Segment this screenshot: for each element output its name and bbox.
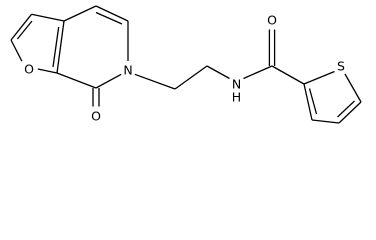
- bond-cco-c2thio: [271, 65, 305, 85]
- bonds: [10, 5, 362, 124]
- bond-nh-cco: [243, 65, 273, 80]
- atom-amide-hydrogen: H: [232, 90, 241, 105]
- bond-c5-c4: [338, 101, 362, 124]
- bond-c3a-c4: [63, 5, 97, 22]
- bond-furan-o-c2: [10, 39, 23, 62]
- atom-ring-nitrogen: N: [123, 63, 132, 78]
- bond-furan-c2-c3-inner: [16, 20, 33, 40]
- bond-c3-c2: [303, 83, 313, 121]
- chemical-structure: O O N N H O S: [10, 5, 362, 124]
- bond-n6-c7: [95, 73, 122, 89]
- bond-c3a-c7a: [56, 20, 65, 74]
- bond-ch2a-ch2b: [174, 65, 208, 90]
- bond-c5-c4-inner: [337, 100, 355, 118]
- atom-thiophene-sulfur: S: [337, 59, 345, 74]
- bond-s-c5: [344, 73, 362, 103]
- atom-labels: O O N N H O S: [24, 13, 345, 124]
- bond-furan-c2-c3: [10, 13, 33, 41]
- bond-c2-s: [303, 70, 335, 85]
- bond-c3a-c7a-inner: [52, 26, 60, 68]
- bond-c4-c5-inner: [95, 11, 123, 25]
- bond-furan-c3-c3a: [31, 13, 65, 22]
- bond-ch2b-nh: [206, 65, 230, 80]
- atom-amide-nitrogen: N: [232, 77, 241, 92]
- bond-furan-c7a-o: [37, 68, 58, 74]
- atom-carbonyl-oxygen-left: O: [91, 109, 101, 124]
- bond-c4-c3: [311, 119, 340, 124]
- bond-c4-c5: [95, 5, 129, 22]
- bond-c7-c7a: [56, 72, 97, 89]
- atom-furan-oxygen: O: [24, 62, 34, 77]
- bond-n6-ch2a: [134, 73, 176, 90]
- bond-c3-c2-inner: [308, 88, 318, 115]
- atom-carbonyl-oxygen-right: O: [267, 13, 277, 28]
